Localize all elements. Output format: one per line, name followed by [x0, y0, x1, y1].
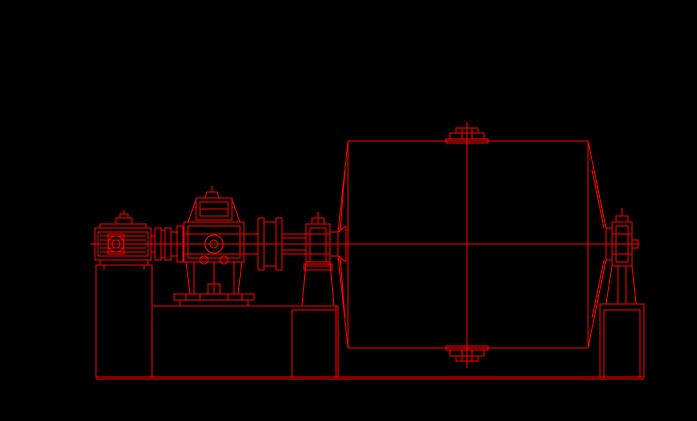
motor-coupling: [155, 226, 183, 262]
gear-reducer: [174, 186, 254, 306]
electric-motor: [95, 210, 155, 270]
tail-pedestal-inner: [604, 310, 640, 377]
top-manhole: [446, 122, 488, 143]
mill-drum: [338, 124, 606, 366]
drive-shaft-bearing: [302, 212, 346, 306]
bottom-manhole: [446, 346, 488, 368]
tail-bearing: [606, 208, 638, 304]
bearing-pedestal: [292, 310, 336, 377]
mill-shell: [348, 141, 588, 348]
foundation-base: [96, 265, 644, 379]
